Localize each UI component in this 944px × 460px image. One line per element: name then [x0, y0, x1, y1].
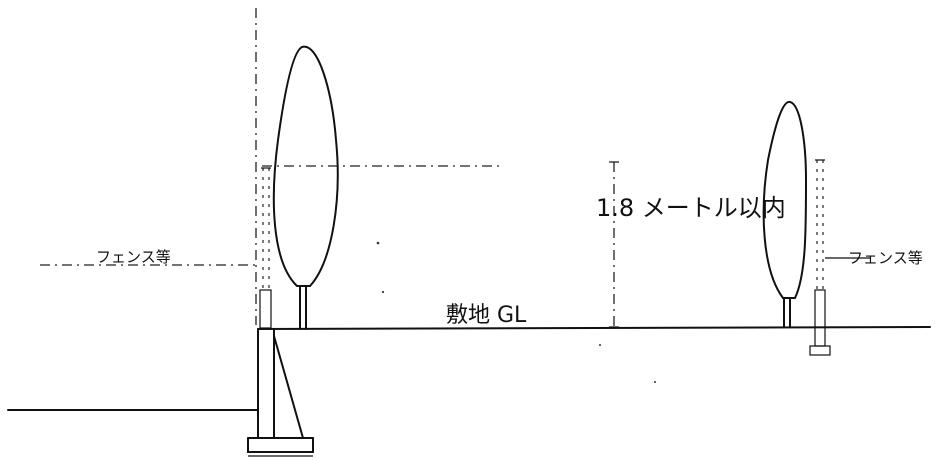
ground-label: 敷地 GL [446, 303, 527, 328]
height-limit-label: 1.8 メートル以内 [596, 194, 786, 222]
scan-specks [376, 241, 656, 383]
left-fence-label: フェンス等 [96, 248, 171, 266]
ground-line [257, 326, 931, 330]
left-tree [272, 45, 339, 330]
retaining-wall [247, 328, 314, 457]
right-fence-label: フェンス等 [848, 249, 923, 267]
left-fence [259, 167, 272, 329]
right-fence [809, 159, 831, 356]
right-tree [762, 101, 808, 328]
